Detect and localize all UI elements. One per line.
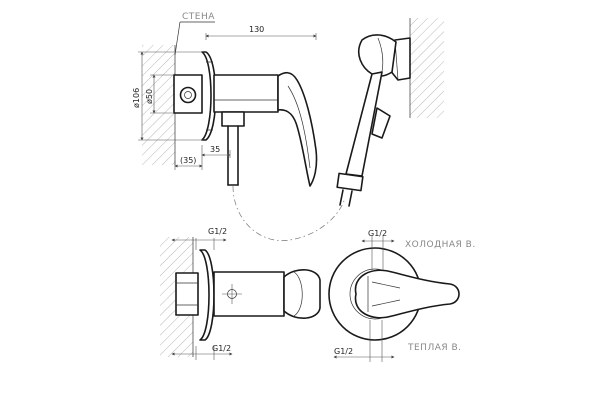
wall-leader xyxy=(174,21,181,56)
valve-port xyxy=(179,86,197,104)
front-view-mixer: G1/2 G1/2 xyxy=(160,227,321,360)
wall-hatch-top-right xyxy=(410,18,444,118)
shower-head xyxy=(357,34,397,77)
front-escutcheon xyxy=(199,249,215,341)
dim-50-label: ø50 xyxy=(145,89,154,104)
thread-left-top-label: G1/2 xyxy=(208,227,227,236)
hose-outlet-nut xyxy=(221,111,245,127)
hose-collar xyxy=(336,172,364,192)
face-view-mixer: G1/2 G1/2 ХОЛОДНАЯ В. ТЕПЛАЯ В. xyxy=(328,229,476,362)
front-embedded-box xyxy=(175,272,199,316)
cold-water-label: ХОЛОДНАЯ В. xyxy=(405,240,476,250)
lever-handle xyxy=(277,71,318,187)
side-view-mixer: СТЕНА 130 ø106 ø50 xyxy=(132,12,346,241)
escutcheon-plate xyxy=(201,51,217,141)
thread-right-top-label: G1/2 xyxy=(368,229,387,238)
thread-right-bottom-label: G1/2 xyxy=(334,347,353,356)
wall-hatch-top-left xyxy=(142,45,175,165)
hose-centerline xyxy=(232,185,346,241)
dim-35-bracket-label: (35) xyxy=(180,156,196,165)
hot-water-label: ТЕПЛАЯ В. xyxy=(407,343,462,353)
dim-106-label: ø106 xyxy=(132,88,141,108)
hand-shower-view xyxy=(336,18,444,207)
dim-35-label: 35 xyxy=(210,145,220,154)
embedded-box xyxy=(173,74,203,114)
thread-left-bottom-label: G1/2 xyxy=(212,344,231,353)
dim-130-label: 130 xyxy=(249,25,264,34)
face-lever xyxy=(354,269,460,319)
mixer-body xyxy=(213,74,279,113)
wall-label: СТЕНА xyxy=(182,12,215,22)
shower-trigger xyxy=(371,107,391,139)
